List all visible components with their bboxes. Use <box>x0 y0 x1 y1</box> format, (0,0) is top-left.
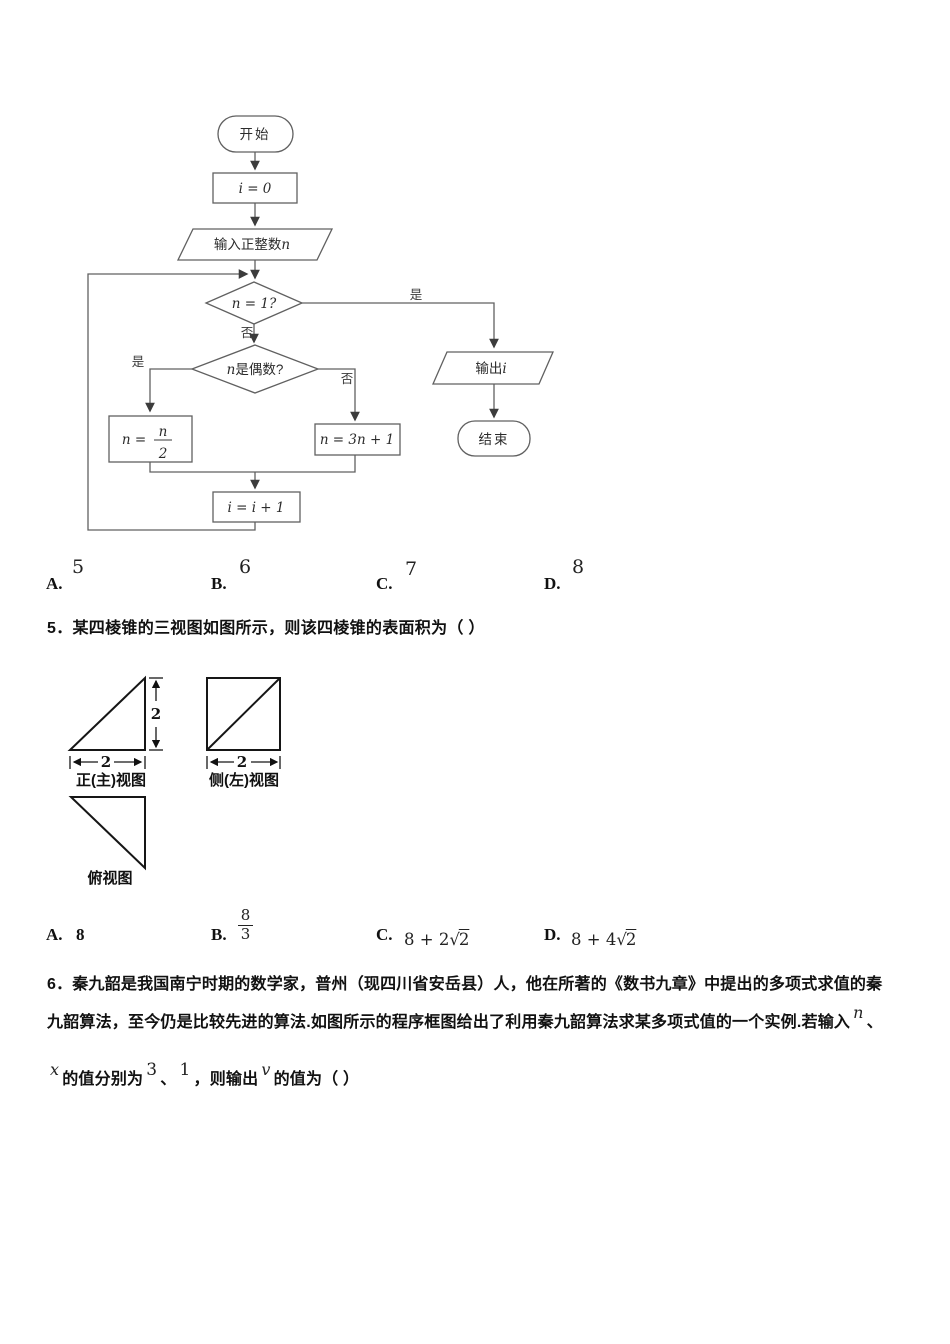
q4-option-b-value: 6 <box>239 556 252 578</box>
flow-cond2-no-label: 否 <box>341 372 354 386</box>
front-view-width-value: 2 <box>101 753 111 771</box>
q5-option-d-value: 8 + 4√2 <box>571 930 636 949</box>
flow-start-label: 开始 <box>240 127 271 142</box>
q5-option-a-label: A. <box>46 925 63 944</box>
side-view-width-value: 2 <box>237 753 247 771</box>
front-view-triangle <box>67 675 146 751</box>
flow-connector <box>149 455 356 473</box>
flow-cond1-no-label: 否 <box>241 326 254 340</box>
flow-inc-node <box>212 491 301 523</box>
flow-output-node <box>432 351 554 385</box>
q6-var-v: v <box>261 1060 271 1079</box>
q6-line3-seg2: ，则输出 <box>193 1071 259 1088</box>
q6-line3-seg1: 的值分别为 <box>62 1071 144 1088</box>
q4-option-d-label: D. <box>544 574 561 593</box>
q4-option-a-label: A. <box>46 574 63 593</box>
q5-option-c-value: 8 + 2√2 <box>404 930 469 949</box>
flow-half-numerator: n <box>159 424 168 440</box>
q5-option-b-label: B. <box>211 925 227 944</box>
q4-option-a-value: 5 <box>72 556 85 578</box>
q4-option-c-value: 7 <box>405 558 418 580</box>
expression-prefix: 8 + 2 <box>404 930 450 949</box>
q6-line2-tail: 、 <box>866 1014 883 1031</box>
q5-option-c-label: C. <box>376 925 393 944</box>
flow-cond2-label: n是偶数? <box>227 362 284 378</box>
side-view-diagonal <box>206 677 281 751</box>
flow-end-node <box>457 420 531 457</box>
q5-option-b-fraction: 8 3 <box>238 906 253 944</box>
top-view-label: 俯视图 <box>87 869 132 887</box>
q4-option-b-label: B. <box>211 574 227 593</box>
flow-cond1-yes-label: 是 <box>410 288 423 302</box>
expression-prefix: 8 + 4 <box>571 930 617 949</box>
q6-var-x: x <box>50 1060 60 1079</box>
q6-line3-seg3: 的值为（ ） <box>273 1071 360 1088</box>
top-view-triangle <box>68 796 146 871</box>
q4-flowchart: 开始 i = 0 输入正整数n n = 1? 是 输出i 结束 否 <box>87 115 554 531</box>
flow-init-node <box>212 172 298 204</box>
flow-cond1-label: n = 1? <box>232 296 277 312</box>
q5-option-a-value: 8 <box>76 925 85 944</box>
radical-sign: √ <box>616 930 627 949</box>
flow-half-denominator: 2 <box>158 446 168 462</box>
q6-line3-sep: 、 <box>160 1071 177 1088</box>
front-view-label: 正(主)视图 <box>76 771 146 789</box>
flow-half-prefix: n = <box>122 432 146 448</box>
flow-triple-label: n = 3n + 1 <box>320 432 394 448</box>
fraction-numerator: 8 <box>240 906 251 924</box>
q6-value-3: 3 <box>146 1060 158 1080</box>
side-view-label: 侧(左)视图 <box>209 771 279 789</box>
flow-cond2-node <box>190 344 320 394</box>
flow-input-label: 输入正整数n <box>214 237 290 253</box>
q5-option-d-label: D. <box>544 925 561 944</box>
front-view-height-value: 2 <box>151 705 161 723</box>
side-view-square <box>206 677 281 751</box>
flow-init-label: i = 0 <box>239 181 272 197</box>
flow-connector <box>145 368 192 413</box>
flow-connector <box>302 302 499 349</box>
flow-loop-connector <box>87 269 256 531</box>
flow-input-node <box>176 228 334 261</box>
q6-value-1: 1 <box>179 1060 191 1080</box>
flow-inc-label: i = i + 1 <box>227 500 284 516</box>
q4-option-d-value: 8 <box>572 556 585 578</box>
q5-title: 5．某四棱锥的三视图如图所示，则该四棱锥的表面积为（ ） <box>47 620 485 637</box>
fraction-bar <box>238 924 253 927</box>
flow-cond2-yes-label: 是 <box>132 355 145 369</box>
q6-text-line1: 6．秦九韶是我国南宁时期的数学家，普州（现四川省安岳县）人，他在所著的《数书九章… <box>47 976 883 993</box>
fraction-denominator: 3 <box>240 925 251 944</box>
q6-var-n: n <box>853 1003 864 1022</box>
radicand: 2 <box>625 930 637 949</box>
flow-output-label: 输出i <box>475 361 506 377</box>
q5-three-views-figure: 2 2 正(主)视图 2 侧(左)视图 俯视图 <box>67 675 281 887</box>
radical-sign: √ <box>449 930 460 949</box>
q6-text-line2: 九韶算法，至今仍是比较先进的算法.如图所示的程序框图给出了利用秦九韶算法求某多项… <box>47 1003 883 1036</box>
flow-connector <box>318 368 360 422</box>
flow-end-label: 结束 <box>479 432 510 447</box>
radicand: 2 <box>458 930 470 949</box>
flow-triple-node <box>314 423 401 456</box>
q6-line2-text: 九韶算法，至今仍是比较先进的算法.如图所示的程序框图给出了利用秦九韶算法求某多项… <box>47 1014 851 1031</box>
q4-option-c-label: C. <box>376 574 393 593</box>
